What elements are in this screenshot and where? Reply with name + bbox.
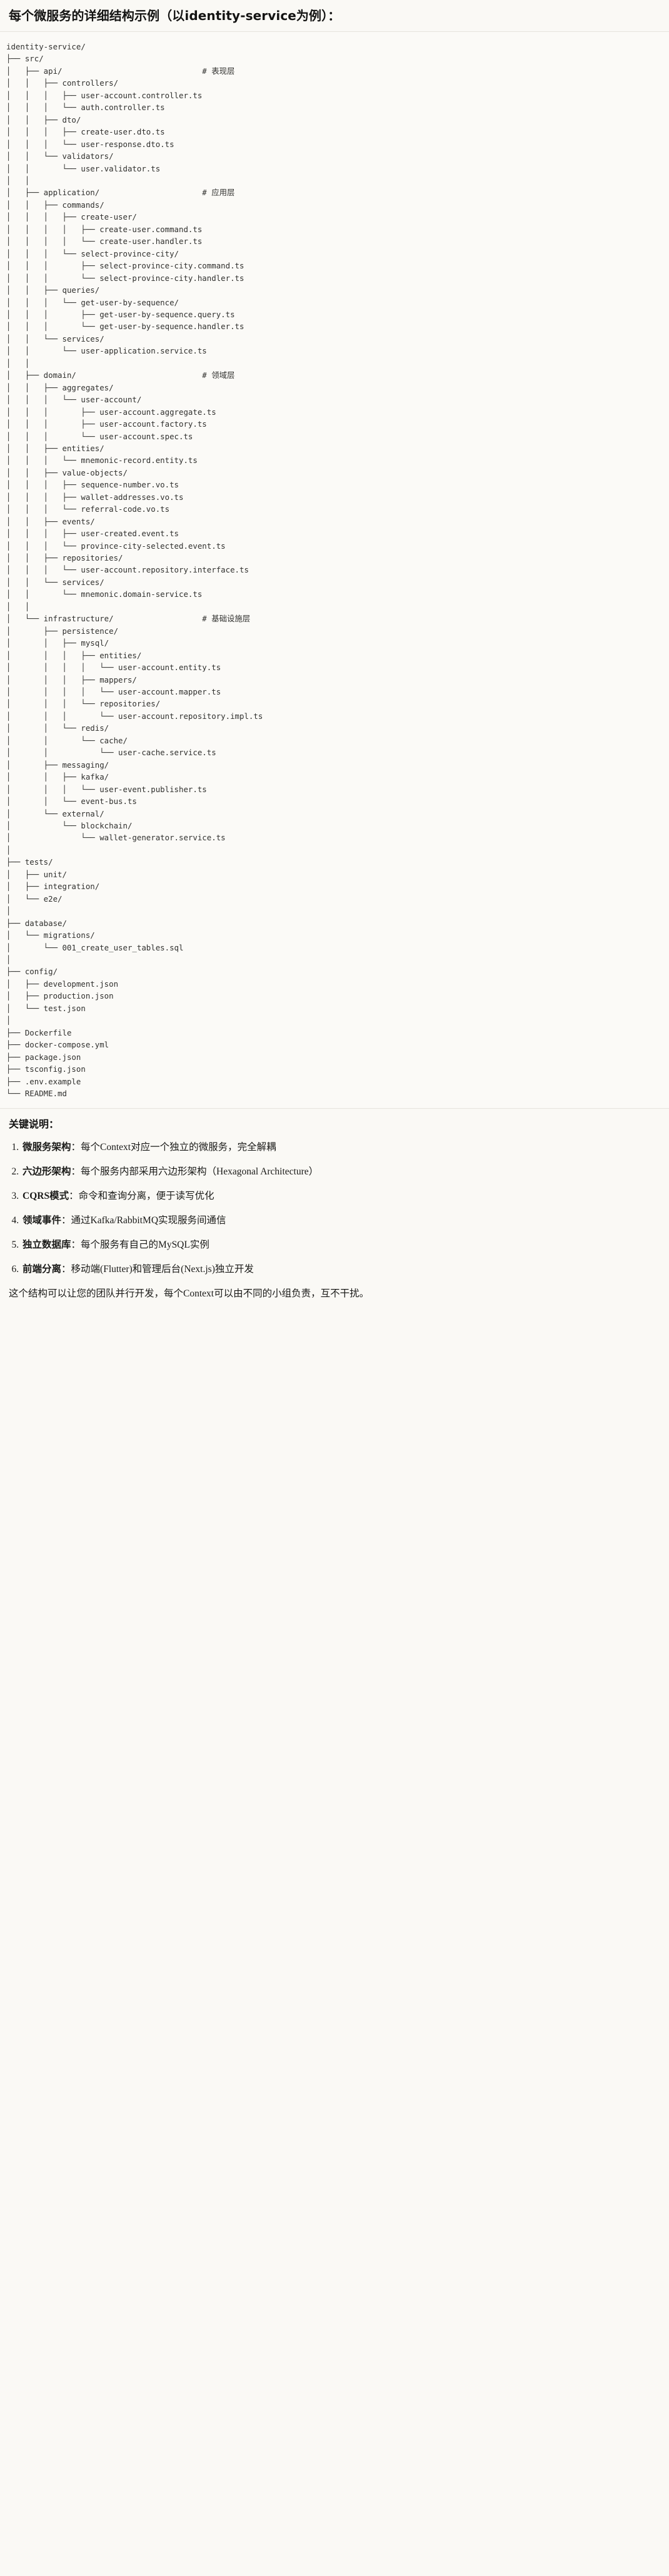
list-item: CQRS模式：命令和查询分离，便于读写优化 [21, 1189, 660, 1203]
closing-paragraph: 这个结构可以让您的团队并行开发，每个Context可以由不同的小组负责，互不干扰… [9, 1288, 370, 1300]
note-key: 领域事件 [23, 1215, 62, 1226]
note-sep: ： [61, 1264, 71, 1275]
list-item: 领域事件：通过Kafka/RabbitMQ实现服务间通信 [21, 1213, 660, 1228]
note-desc: 命令和查询分离，便于读写优化 [78, 1191, 214, 1202]
note-desc: 每个服务有自己的MySQL实例 [81, 1240, 209, 1251]
list-item: 微服务架构：每个Context对应一个独立的微服务，完全解耦 [21, 1140, 660, 1154]
note-key: CQRS模式 [23, 1191, 69, 1202]
note-desc: 通过Kafka/RabbitMQ实现服务间通信 [71, 1215, 226, 1226]
directory-tree-block: identity-service/ ├── src/ │ ├── api/ # … [0, 32, 669, 1109]
note-sep: ： [71, 1240, 81, 1251]
note-sep: ： [71, 1142, 81, 1153]
divider-bottom [0, 1108, 669, 1109]
key-notes-section: 关键说明： 微服务架构：每个Context对应一个独立的微服务，完全解耦 六边形… [0, 1109, 669, 1311]
document-page: 每个微服务的详细结构示例（以identity-service为例）： ident… [0, 0, 669, 1311]
note-key: 独立数据库 [23, 1240, 71, 1251]
note-key: 前端分离 [23, 1264, 62, 1275]
directory-tree: identity-service/ ├── src/ │ ├── api/ # … [6, 42, 263, 1098]
note-key: 六边形架构 [23, 1166, 71, 1178]
list-item: 独立数据库：每个服务有自己的MySQL实例 [21, 1238, 660, 1252]
note-sep: ： [69, 1191, 79, 1202]
note-desc: 每个服务内部采用六边形架构（Hexagonal Architecture） [81, 1166, 319, 1178]
list-item: 前端分离：移动端(Flutter)和管理后台(Next.js)独立开发 [21, 1262, 660, 1276]
divider-top [0, 31, 669, 32]
note-desc: 移动端(Flutter)和管理后台(Next.js)独立开发 [71, 1264, 254, 1275]
note-sep: ： [61, 1215, 71, 1226]
note-sep: ： [71, 1166, 81, 1178]
note-desc: 每个Context对应一个独立的微服务，完全解耦 [81, 1142, 276, 1153]
page-title: 每个微服务的详细结构示例（以identity-service为例）： [9, 8, 341, 23]
note-key: 微服务架构 [23, 1142, 71, 1153]
list-item: 六边形架构：每个服务内部采用六边形架构（Hexagonal Architectu… [21, 1164, 660, 1179]
key-notes-title: 关键说明： [9, 1118, 59, 1131]
key-notes-list: 微服务架构：每个Context对应一个独立的微服务，完全解耦 六边形架构：每个服… [9, 1140, 660, 1276]
